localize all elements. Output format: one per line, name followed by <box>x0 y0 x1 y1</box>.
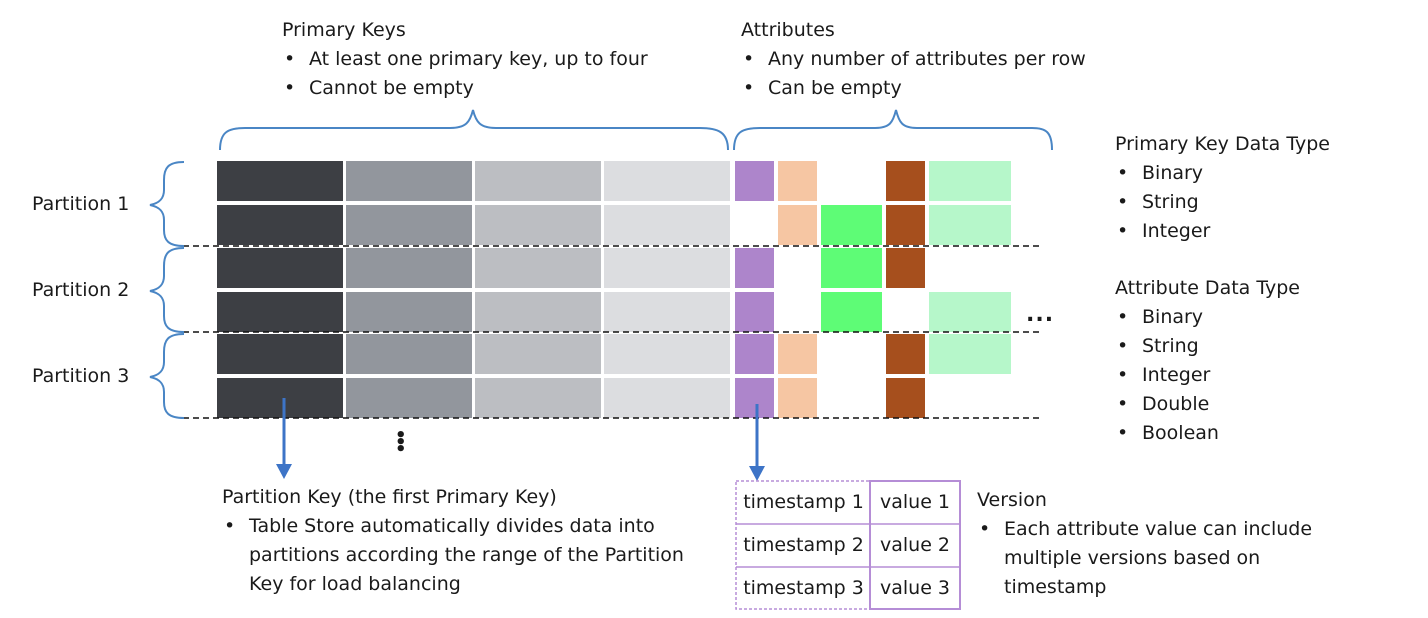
pk-3-cell <box>475 334 601 374</box>
pk-2-cell <box>346 378 472 418</box>
attributes-bullet: Any number of attributes per row <box>741 45 1086 74</box>
pk-1-cell <box>217 161 343 201</box>
pk-3-cell <box>475 161 601 201</box>
pk-1-cell <box>217 248 343 288</box>
version-timestamp-cell: timestamp 2 <box>743 534 864 556</box>
attr-green-cell <box>821 292 882 332</box>
attr-lightgreen-cell <box>929 161 1011 201</box>
pk-4-cell <box>604 378 730 418</box>
attr-lightgreen-cell <box>929 334 1011 374</box>
attr-green-cell <box>821 205 882 245</box>
pk-3-cell <box>475 205 601 245</box>
version-timestamp-cell: timestamp 1 <box>743 491 864 513</box>
pk-2-cell <box>346 161 472 201</box>
attr-brown-cell <box>886 378 925 418</box>
attr-data-type-item: Binary <box>1115 303 1300 332</box>
pk-data-type-block: Primary Key Data Type Binary String Inte… <box>1115 130 1330 246</box>
attr-data-type-item: Boolean <box>1115 419 1300 448</box>
more-rows-icon: ••• <box>395 425 407 460</box>
pk-4-cell <box>604 205 730 245</box>
attr-brown-cell <box>886 161 925 201</box>
attr-purple-cell <box>735 161 774 201</box>
pk-1-cell <box>217 292 343 332</box>
primary-keys-block: Primary Keys At least one primary key, u… <box>282 16 648 103</box>
partition-key-bullets: Table Store automatically divides data i… <box>222 512 702 599</box>
primary-keys-brace <box>219 109 729 151</box>
version-bullet: Each attribute value can include multipl… <box>977 515 1337 602</box>
attributes-block: Attributes Any number of attributes per … <box>741 16 1086 103</box>
more-columns-ellipsis: ... <box>1026 302 1055 327</box>
pk-1-cell <box>217 205 343 245</box>
pk-1-cell <box>217 378 343 418</box>
attr-lightgreen-cell <box>929 205 1011 245</box>
partition-key-title: Partition Key (the first Primary Key) <box>222 486 557 508</box>
pk-1-cell <box>217 334 343 374</box>
attr-data-type-block: Attribute Data Type Binary String Intege… <box>1115 274 1300 448</box>
version-table-border <box>735 480 961 610</box>
partition-3-label: Partition 3 <box>32 365 130 387</box>
attr-green-cell <box>821 248 882 288</box>
partition-dividers <box>183 245 1040 419</box>
attr-peach-cell <box>778 378 817 418</box>
attr-data-type-item: String <box>1115 332 1300 361</box>
primary-keys-bullet: At least one primary key, up to four <box>282 45 648 74</box>
pk-data-type-item: Integer <box>1115 217 1330 246</box>
attribute-version-arrow <box>749 404 765 481</box>
attr-peach-cell <box>778 205 817 245</box>
attr-brown-cell <box>886 334 925 374</box>
partition-key-bullet: Table Store automatically divides data i… <box>222 512 702 599</box>
pk-4-cell <box>604 248 730 288</box>
attr-data-type-title: Attribute Data Type <box>1115 277 1300 299</box>
attr-purple-cell <box>735 334 774 374</box>
partition-3-brace <box>149 333 185 419</box>
attr-data-type-item: Double <box>1115 390 1300 419</box>
partition-1-brace <box>149 161 185 247</box>
primary-keys-title: Primary Keys <box>282 19 406 41</box>
attr-purple-cell <box>735 378 774 418</box>
pk-data-type-item: Binary <box>1115 159 1330 188</box>
attr-purple-cell <box>735 248 774 288</box>
primary-keys-bullets: At least one primary key, up to four Can… <box>282 45 648 103</box>
pk-2-cell <box>346 292 472 332</box>
attr-brown-cell <box>886 248 925 288</box>
pk-data-type-list: Binary String Integer <box>1115 159 1330 246</box>
attr-peach-cell <box>778 161 817 201</box>
pk-3-cell <box>475 292 601 332</box>
attr-data-type-item: Integer <box>1115 361 1300 390</box>
pk-2-cell <box>346 248 472 288</box>
pk-4-cell <box>604 161 730 201</box>
attributes-bullets: Any number of attributes per row Can be … <box>741 45 1086 103</box>
attr-data-type-list: Binary String Integer Double Boolean <box>1115 303 1300 448</box>
partition-1-label: Partition 1 <box>32 193 130 215</box>
version-block: Version Each attribute value can include… <box>977 486 1337 602</box>
partition-key-block: Partition Key (the first Primary Key) Ta… <box>222 483 702 599</box>
pk-3-cell <box>475 248 601 288</box>
version-value-cell: value 3 <box>879 577 951 599</box>
version-timestamp-cell: timestamp 3 <box>743 577 864 599</box>
version-value-cell: value 1 <box>879 491 951 513</box>
pk-2-cell <box>346 334 472 374</box>
partition-2-brace <box>149 247 185 333</box>
version-bullets: Each attribute value can include multipl… <box>977 515 1337 602</box>
attributes-brace <box>733 109 1053 151</box>
pk-3-cell <box>475 378 601 418</box>
attr-brown-cell <box>886 205 925 245</box>
attr-lightgreen-cell <box>929 292 1011 332</box>
primary-keys-bullet: Cannot be empty <box>282 74 648 103</box>
attributes-title: Attributes <box>741 19 835 41</box>
attr-purple-cell <box>735 292 774 332</box>
attributes-bullet: Can be empty <box>741 74 1086 103</box>
pk-2-cell <box>346 205 472 245</box>
version-value-cell: value 2 <box>879 534 951 556</box>
pk-data-type-title: Primary Key Data Type <box>1115 133 1330 155</box>
table-grid <box>217 161 1011 418</box>
pk-data-type-item: String <box>1115 188 1330 217</box>
attr-peach-cell <box>778 334 817 374</box>
pk-4-cell <box>604 292 730 332</box>
partition-key-arrow <box>276 398 292 479</box>
version-title: Version <box>977 489 1047 511</box>
pk-4-cell <box>604 334 730 374</box>
partition-2-label: Partition 2 <box>32 279 130 301</box>
